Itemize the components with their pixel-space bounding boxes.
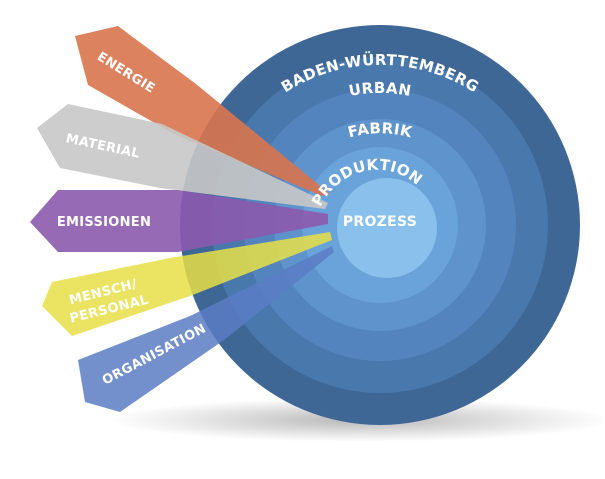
- ring-label-urban: URBAN: [347, 79, 412, 100]
- arrow-label-emissionen: EMISSIONEN: [57, 215, 151, 230]
- arrow-emissionen: [30, 190, 328, 252]
- rings: [180, 25, 580, 425]
- ring-label-global: GLOBAL: [344, 0, 416, 15]
- svg-text:FABRIK: FABRIK: [346, 119, 415, 141]
- ring-prozess: [337, 178, 437, 278]
- svg-text:URBAN: URBAN: [347, 79, 412, 100]
- ring-label-prozess: PROZESS: [343, 214, 417, 230]
- arrow-energie: [75, 26, 330, 196]
- arrow-organisation: [78, 246, 334, 412]
- arrow-mensch-personal: [42, 232, 332, 336]
- arrow-material: [37, 104, 328, 209]
- ring-label-fabrik: FABRIK: [346, 119, 415, 141]
- svg-text:GLOBAL: GLOBAL: [344, 0, 416, 15]
- arrows: [30, 26, 334, 412]
